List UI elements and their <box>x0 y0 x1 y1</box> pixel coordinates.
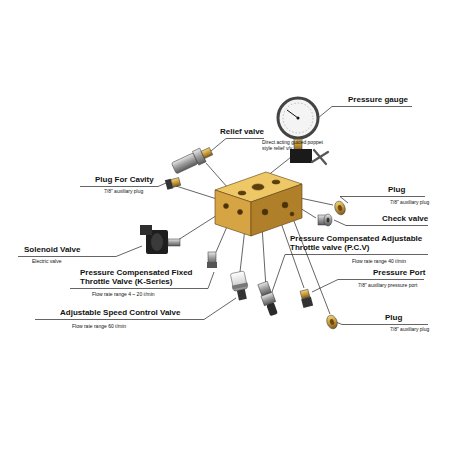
manifold-block <box>215 172 302 236</box>
part-label: Pressure Compensated Fixed Throttle Valv… <box>80 268 212 286</box>
fixed-throttle-valve <box>207 252 217 268</box>
part-label: Pressure Compensated Adjustable Throttle… <box>290 234 430 252</box>
check-valve <box>318 214 332 226</box>
part-note: 7/8" auxiliary plug <box>104 189 143 195</box>
part-label: Plug <box>385 313 402 322</box>
part-label: Solenoid Valve <box>24 245 80 254</box>
part-label: Plug For Cavity <box>95 175 154 184</box>
part-label: Pressure Port <box>373 268 425 277</box>
part-note: Flow rate range 60 ℓ/min <box>72 324 126 330</box>
part-note: Electric valve <box>32 259 61 265</box>
part-label: Check valve <box>382 214 428 223</box>
solenoid-valve <box>140 225 180 254</box>
leader-lines <box>18 107 428 325</box>
adjustable-throttle-valve <box>257 281 280 317</box>
plug <box>333 200 347 217</box>
pressure-gauge <box>278 98 328 164</box>
part-note: Flow rate range 4 ~ 20 ℓ/min <box>92 292 155 298</box>
relief-valve <box>171 144 214 175</box>
plug <box>325 314 339 331</box>
cavity-plug <box>165 177 181 190</box>
part-note: Flow rate range 40 ℓ/min <box>352 259 406 265</box>
speed-control-valve <box>229 271 250 302</box>
part-label: Relief valve <box>220 127 264 136</box>
part-label: Pressure gauge <box>348 95 408 104</box>
part-note: 7/8" auxiliary plug <box>390 200 429 206</box>
part-label: Plug <box>388 185 405 194</box>
part-note: 7/8" auxiliary pressure port <box>358 283 417 289</box>
part-note: Direct acting guided poppet style relief… <box>262 140 324 152</box>
pressure-port <box>299 289 313 308</box>
part-note: 7/8" auxiliary plug <box>390 327 429 333</box>
part-label: Adjustable Speed Control Valve <box>60 308 180 317</box>
